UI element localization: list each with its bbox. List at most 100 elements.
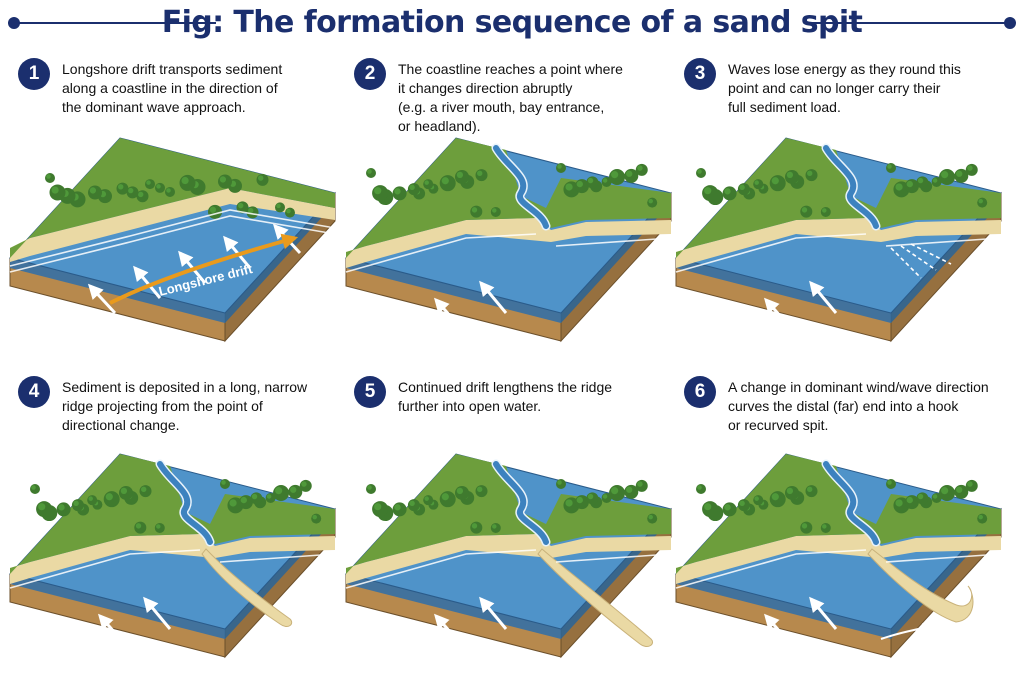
tree-highlight: [118, 184, 124, 190]
sand-spit: [201, 548, 293, 627]
wave-arrow: [764, 613, 793, 645]
tree-highlight: [156, 184, 161, 189]
wave-arrow: [764, 297, 793, 329]
tree-highlight: [557, 164, 562, 169]
step-number-badge: 2: [354, 58, 386, 90]
tree-highlight: [576, 180, 583, 188]
figure-title: Fig: The formation sequence of a sand sp…: [161, 5, 863, 40]
land-area: [10, 138, 335, 258]
step-panel-2: 2 The coastline reaches a point where it…: [345, 58, 686, 376]
wave-arrow: [56, 631, 82, 660]
tree-highlight: [637, 481, 643, 487]
block-water-edge: [346, 258, 561, 323]
step-panel-6: 6 A change in dominant wind/wave directi…: [675, 376, 1016, 694]
wave-arrow: [392, 631, 418, 660]
tree-highlight: [46, 174, 51, 179]
tree-highlight: [424, 496, 429, 501]
surf-line: [9, 209, 336, 267]
tree-highlight: [471, 207, 478, 213]
land-area: [676, 138, 1001, 258]
tree-highlight: [576, 496, 583, 504]
step-number-badge: 3: [684, 58, 716, 90]
tree-highlight: [492, 524, 497, 529]
tree-highlight: [209, 206, 217, 213]
block-water-edge: [10, 574, 225, 639]
tree-highlight: [932, 178, 938, 183]
tree-highlight: [276, 203, 281, 209]
tree-highlight: [120, 487, 128, 495]
wave-arrow: [722, 315, 748, 344]
tree-highlight: [456, 487, 464, 495]
river: [493, 461, 549, 545]
tree-highlight: [801, 523, 808, 529]
tree-highlight: [88, 496, 93, 501]
tree-highlight: [917, 177, 924, 184]
tree-highlight: [221, 480, 226, 485]
wave-approach-label: Wave: [76, 336, 109, 351]
block-water-edge: [676, 258, 891, 323]
tree-highlight: [290, 486, 297, 493]
tree-highlight: [932, 494, 938, 499]
tree-highlight: [275, 487, 283, 495]
step-description: Waves lose energy as they round this poi…: [728, 61, 961, 115]
tree-highlight: [724, 188, 731, 195]
tree-highlight: [266, 494, 272, 499]
tree-highlight: [941, 487, 949, 495]
wave-arrow: [45, 303, 72, 328]
block-water-edge: [346, 574, 561, 639]
tree-highlight: [978, 198, 983, 204]
tree-highlight: [917, 493, 924, 500]
tree-highlight: [128, 187, 134, 194]
wave-arrow: [479, 280, 508, 314]
tree-highlight: [492, 208, 497, 213]
land-area: [346, 454, 671, 574]
step-description: Continued drift lengthens the ridge furt…: [398, 379, 613, 414]
wave-arrow: [722, 631, 748, 660]
tree-highlight: [141, 486, 147, 493]
tree-highlight: [786, 171, 794, 179]
tree-highlight: [637, 165, 643, 171]
tree-highlight: [31, 485, 36, 490]
wave-arrow: [434, 613, 463, 645]
figure-title-bar: Fig: The formation sequence of a sand sp…: [0, 0, 1024, 46]
tree-highlight: [456, 171, 464, 179]
curved-wave-arrow: [880, 623, 933, 640]
wave-arrow: [479, 596, 508, 630]
surf-line: [345, 233, 537, 273]
tree-highlight: [229, 499, 237, 507]
tree-highlight: [895, 183, 903, 191]
tree-highlight: [477, 170, 483, 177]
wave-arrow: [809, 596, 838, 630]
tree-highlight: [58, 504, 65, 511]
diagram-block: [345, 453, 672, 660]
river: [157, 461, 213, 545]
tree-highlight: [374, 187, 382, 195]
beach-sand: [676, 218, 1001, 268]
curved-wave-arrow: [925, 618, 967, 653]
tree-highlight: [240, 496, 247, 504]
land-area: [10, 454, 335, 574]
tree-highlight: [374, 503, 382, 511]
tree-highlight: [251, 493, 258, 500]
land-area: [346, 138, 671, 258]
tree-highlight: [166, 188, 171, 193]
tree-highlight: [801, 207, 808, 213]
tree-highlight: [146, 180, 151, 185]
tree-highlight: [697, 485, 702, 490]
step-panel-5: 5 Continued drift lengthens the ridge fu…: [345, 376, 686, 694]
surf-line: [345, 549, 537, 589]
tree-highlight: [89, 187, 97, 194]
tree-highlight: [967, 481, 973, 487]
tree-highlight: [38, 503, 46, 511]
tree-highlight: [704, 187, 712, 195]
tree-highlight: [424, 180, 429, 185]
tree-highlight: [105, 493, 113, 501]
tree-highlight: [367, 485, 372, 490]
tree-highlight: [956, 170, 963, 177]
diagram-block: [675, 137, 1002, 344]
tree-highlight: [471, 523, 478, 529]
surf-line: [555, 237, 672, 247]
tree-highlight: [807, 486, 813, 493]
tree-highlight: [724, 504, 731, 511]
